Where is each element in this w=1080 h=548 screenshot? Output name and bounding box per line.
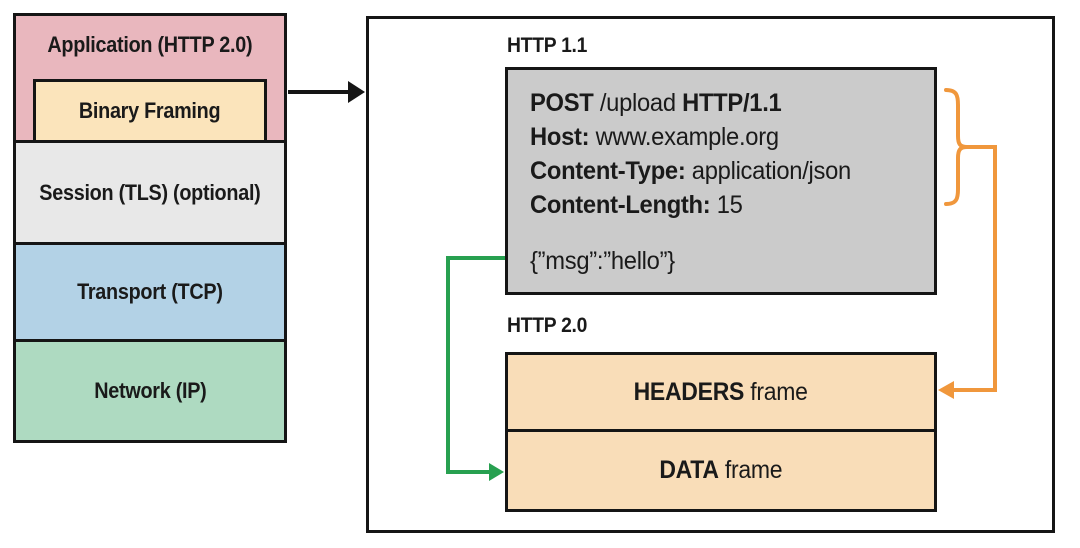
layer-transport: Transport (TCP) bbox=[13, 242, 287, 342]
request-line: Host: www.example.org bbox=[530, 123, 779, 151]
data-frame-label: DATA frame bbox=[659, 456, 783, 484]
http20-section-label: HTTP 2.0 bbox=[507, 314, 588, 337]
layer-session: Session (TLS) (optional) bbox=[13, 140, 287, 245]
layer-network-label: Network (IP) bbox=[93, 378, 207, 403]
layer-application-label: Application (HTTP 2.0) bbox=[47, 32, 253, 57]
layer-binary-framing: Binary Framing bbox=[33, 79, 267, 143]
request-body: {”msg”:”hello”} bbox=[530, 247, 675, 275]
layer-network: Network (IP) bbox=[13, 339, 287, 443]
headers-frame-label: HEADERS frame bbox=[633, 377, 809, 406]
layer-transport-label: Transport (TCP) bbox=[77, 279, 223, 304]
data-frame-box: DATA frame bbox=[505, 429, 937, 512]
http11-request-text: POST /upload HTTP/1.1 Host: www.example.… bbox=[530, 86, 851, 278]
request-line: POST /upload HTTP/1.1 bbox=[530, 89, 782, 117]
headers-frame-box: HEADERS frame bbox=[505, 352, 937, 432]
http11-request-box bbox=[505, 67, 937, 295]
http11-section-label: HTTP 1.1 bbox=[507, 34, 588, 57]
request-line: Content-Length: 15 bbox=[530, 191, 743, 219]
layer-binary-framing-label: Binary Framing bbox=[79, 98, 221, 123]
layer-session-label: Session (TLS) (optional) bbox=[39, 179, 261, 205]
request-line: Content-Type: application/json bbox=[530, 157, 851, 185]
stack-to-panel-arrowhead bbox=[348, 81, 365, 103]
